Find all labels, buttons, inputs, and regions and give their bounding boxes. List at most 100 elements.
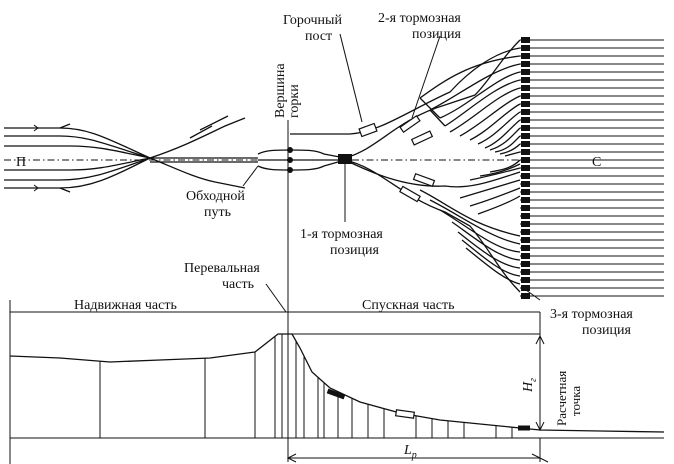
height-symbol-main: H	[521, 381, 536, 393]
third-brake-block	[521, 101, 530, 107]
length-symbol-sub: р	[411, 450, 417, 461]
first-brake-block	[338, 154, 352, 164]
second-brake-label: 2-я тормозная	[378, 11, 461, 26]
third-brake-block	[521, 133, 530, 139]
arrow-right	[28, 124, 39, 132]
length-arrow-left	[286, 453, 297, 463]
height-arrow-top	[535, 334, 545, 345]
third-brake-block	[521, 125, 530, 131]
third-brake-block	[521, 261, 530, 267]
height-arrow-bottom	[535, 421, 545, 432]
third-brake-block	[521, 61, 530, 67]
sorting-track	[419, 55, 521, 99]
third-brake-block	[521, 157, 530, 163]
sorting-track	[439, 71, 521, 119]
bypass-stub	[189, 125, 213, 139]
third-brake-block	[521, 237, 530, 243]
hump-crest-label: Вершина	[273, 63, 288, 118]
height-symbol-sub: г	[528, 378, 539, 382]
crest-section-leader	[265, 283, 287, 313]
third-brake-block	[521, 85, 530, 91]
profile-third-brake	[518, 425, 530, 431]
receiving-track	[4, 157, 151, 181]
third-brake-block	[521, 189, 530, 195]
third-brake-block	[521, 165, 530, 171]
sorting-track	[344, 159, 521, 188]
park-p-label: П	[16, 155, 26, 170]
sorting-bundle-lower	[344, 159, 521, 293]
sorting-track	[477, 111, 521, 145]
second-brake-label-line2: позиция	[412, 27, 461, 42]
push-section-label: Надвижная часть	[74, 298, 177, 313]
third-brake-block	[521, 53, 530, 59]
sorting-track	[290, 47, 521, 135]
arrow-right	[28, 184, 39, 192]
sorting-track	[459, 95, 521, 137]
calc-point-label-line2: точка	[568, 386, 583, 416]
third-brake-label-line2: позиция	[582, 323, 631, 338]
descent-section-label: Спускная часть	[362, 298, 454, 313]
sorting-switch	[419, 97, 446, 127]
third-brake-block	[521, 141, 530, 147]
sorting-track	[469, 167, 521, 181]
sorting-track	[494, 135, 521, 153]
sorting-track	[465, 247, 521, 285]
sorting-track	[504, 151, 521, 157]
third-brake-block	[521, 197, 530, 203]
height-symbol: Hг	[521, 378, 539, 393]
height-dimension	[292, 333, 545, 432]
first-brake-label: 1-я тормозная	[300, 227, 383, 242]
second-brake-retarder	[412, 172, 436, 188]
sorting-track	[489, 127, 521, 151]
third-brake-block	[521, 173, 530, 179]
third-brake-block	[521, 269, 530, 275]
third-brake-block	[521, 221, 530, 227]
sorting-track	[451, 221, 521, 261]
classification-bowl	[520, 37, 664, 299]
track-end	[59, 187, 71, 193]
calc-point-label: Расчетная	[554, 371, 569, 426]
sorting-track	[344, 159, 521, 293]
profile-frame	[9, 300, 664, 464]
third-brake-leader	[525, 289, 541, 301]
third-brake-block	[521, 229, 530, 235]
bypass-leader	[242, 165, 259, 187]
second-brake-leader	[411, 35, 441, 119]
bypass-track	[149, 115, 246, 189]
crest-section-label-line2: часть	[222, 277, 254, 292]
crest-loop-top	[257, 149, 346, 159]
sorting-track	[489, 159, 521, 173]
park-s-label: С	[592, 155, 601, 170]
hump-post-label: Горочный	[283, 13, 342, 28]
hump-post-label-line2: пост	[305, 29, 332, 44]
sorting-track	[469, 103, 521, 141]
receiving-track	[4, 145, 151, 159]
third-brake-block	[521, 77, 530, 83]
third-brake-block	[521, 213, 530, 219]
sorting-track	[444, 79, 521, 127]
profile-first-brake	[326, 388, 346, 400]
bypass-branch	[149, 117, 246, 159]
third-brake-block	[521, 293, 530, 299]
profile-retarders	[326, 388, 530, 431]
sorting-track	[429, 199, 521, 245]
profile-second-brake	[394, 409, 416, 419]
third-brake-block	[521, 117, 530, 123]
third-brake-block	[521, 109, 530, 115]
bypass-label: Обходной	[186, 189, 245, 204]
crest-loop-bottom	[257, 159, 346, 171]
first-brake-label-line2: позиция	[330, 243, 379, 258]
second-brake-retarder	[399, 185, 421, 203]
sorting-track	[459, 179, 521, 199]
track-end	[59, 123, 71, 129]
sorting-track	[457, 231, 521, 269]
hump-post-leader	[339, 33, 363, 123]
second-brake-retarder	[399, 114, 421, 134]
sorting-track	[484, 119, 521, 149]
receiving-park-tracks	[4, 123, 151, 193]
third-brake-block	[521, 245, 530, 251]
sorting-track	[419, 189, 521, 237]
leader-lines	[242, 33, 541, 313]
third-brake-block	[521, 37, 530, 43]
